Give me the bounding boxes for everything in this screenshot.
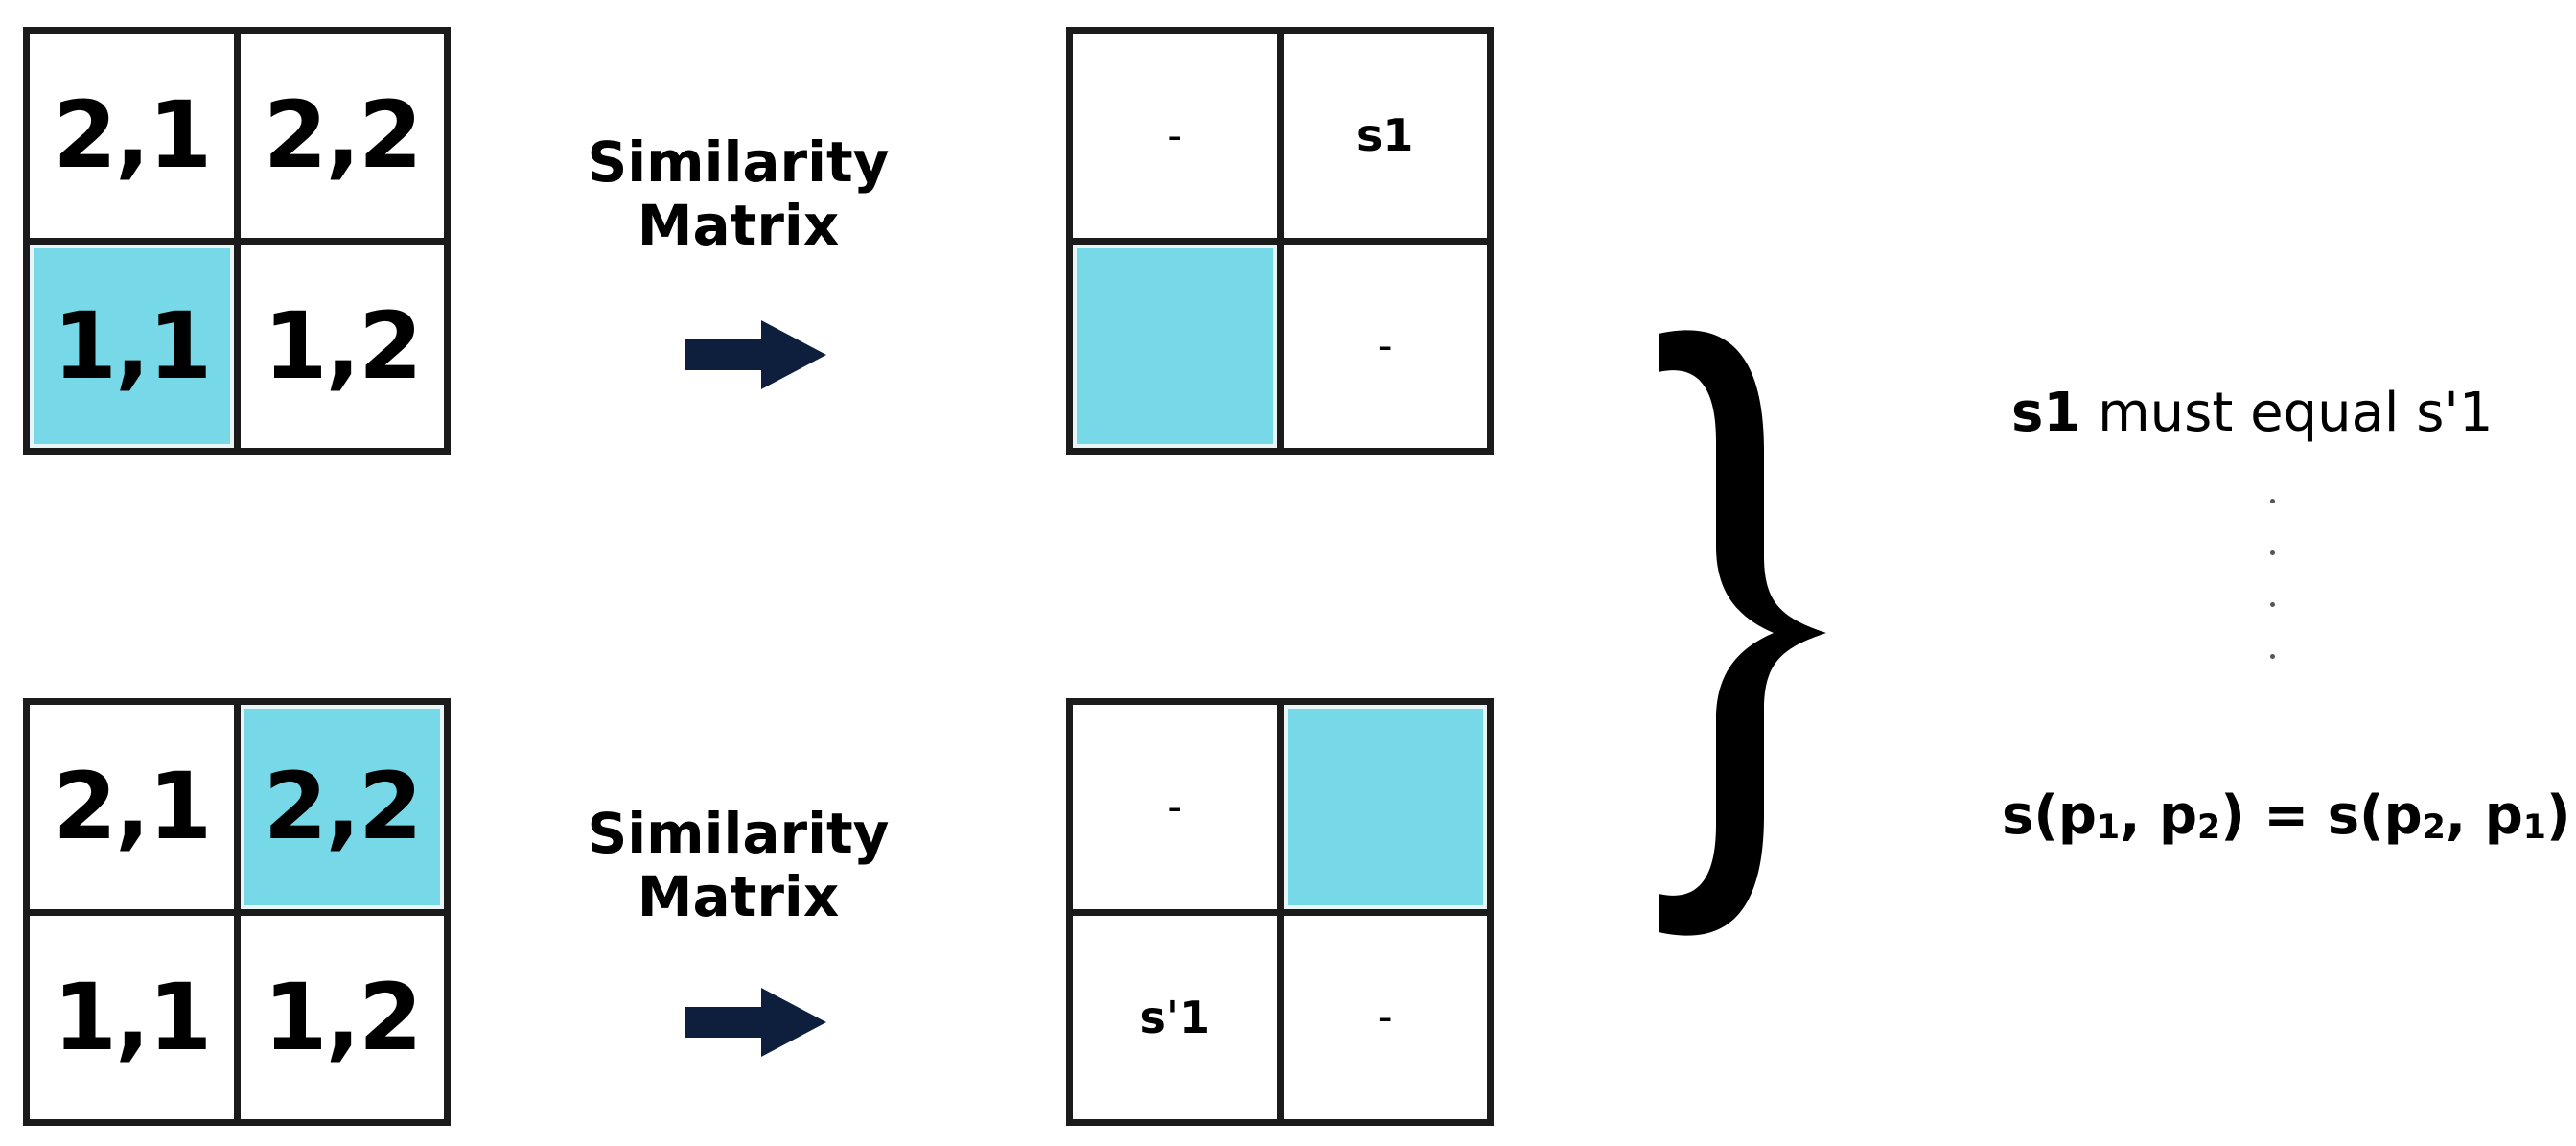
top-arrow-icon — [685, 320, 826, 389]
bottom-label-line2: Matrix — [637, 864, 840, 930]
bottom-input-cell-2-2-highlighted: 2,2 — [240, 705, 444, 909]
formula-part-4: , p — [2445, 784, 2523, 847]
top-matrix-cell-highlighted — [1073, 244, 1277, 448]
formula-sub-3: 2 — [2422, 808, 2446, 848]
formula-part-3: ) = s(p — [2220, 784, 2423, 847]
formula-part-5: ) — [2545, 784, 2571, 847]
bottom-arrow-icon — [685, 988, 826, 1057]
right-curly-brace-icon — [1659, 330, 1826, 936]
bottom-matrix-cell-diag: - — [1073, 705, 1277, 909]
formula-part-2: , p — [2120, 784, 2198, 847]
bottom-input-cell-2-1: 2,1 — [30, 705, 234, 909]
top-input-cell-2-1: 2,1 — [30, 34, 234, 238]
top-label-line1: Similarity — [587, 129, 890, 195]
bottom-input-cell-1-1: 1,1 — [30, 915, 234, 1119]
top-matrix-cell-diag-2: - — [1283, 244, 1487, 448]
equality-note: s1 must equal s'1 — [2011, 382, 2493, 444]
bottom-input-cell-1-2: 1,2 — [240, 915, 444, 1119]
bottom-label-line1: Similarity — [587, 801, 890, 866]
bottom-matrix-cell-highlighted — [1283, 705, 1487, 909]
top-similarity-label: Similarity Matrix — [546, 130, 930, 257]
bottom-input-grid: 2,1 2,2 1,1 1,2 — [23, 698, 451, 1126]
bottom-similarity-matrix: - s'1 - — [1066, 698, 1494, 1126]
formula-sub-2: 2 — [2197, 808, 2221, 848]
top-input-cell-1-2: 1,2 — [240, 244, 444, 448]
bottom-matrix-cell-s-prime-1: s'1 — [1073, 915, 1277, 1119]
formula-sub-1: 1 — [2097, 808, 2121, 848]
symmetry-formula: s(p1, p2) = s(p2, p1) — [2002, 784, 2571, 847]
top-label-line2: Matrix — [637, 193, 840, 259]
top-similarity-matrix: - s1 - — [1066, 27, 1494, 455]
top-input-cell-2-2: 2,2 — [240, 34, 444, 238]
formula-part-1: s(p — [2002, 784, 2098, 847]
top-input-cell-1-1-highlighted: 1,1 — [30, 244, 234, 448]
top-matrix-cell-s1: s1 — [1283, 34, 1487, 238]
note-s1: s1 — [2011, 382, 2081, 444]
top-matrix-cell-diag: - — [1073, 34, 1277, 238]
bottom-matrix-cell-diag-2: - — [1283, 915, 1487, 1119]
top-input-grid: 2,1 2,2 1,1 1,2 — [23, 27, 451, 455]
vertical-ellipsis-icon — [2263, 499, 2282, 690]
bottom-similarity-label: Similarity Matrix — [546, 802, 930, 928]
formula-sub-4: 1 — [2522, 808, 2546, 848]
note-rest: must equal s'1 — [2080, 382, 2494, 444]
